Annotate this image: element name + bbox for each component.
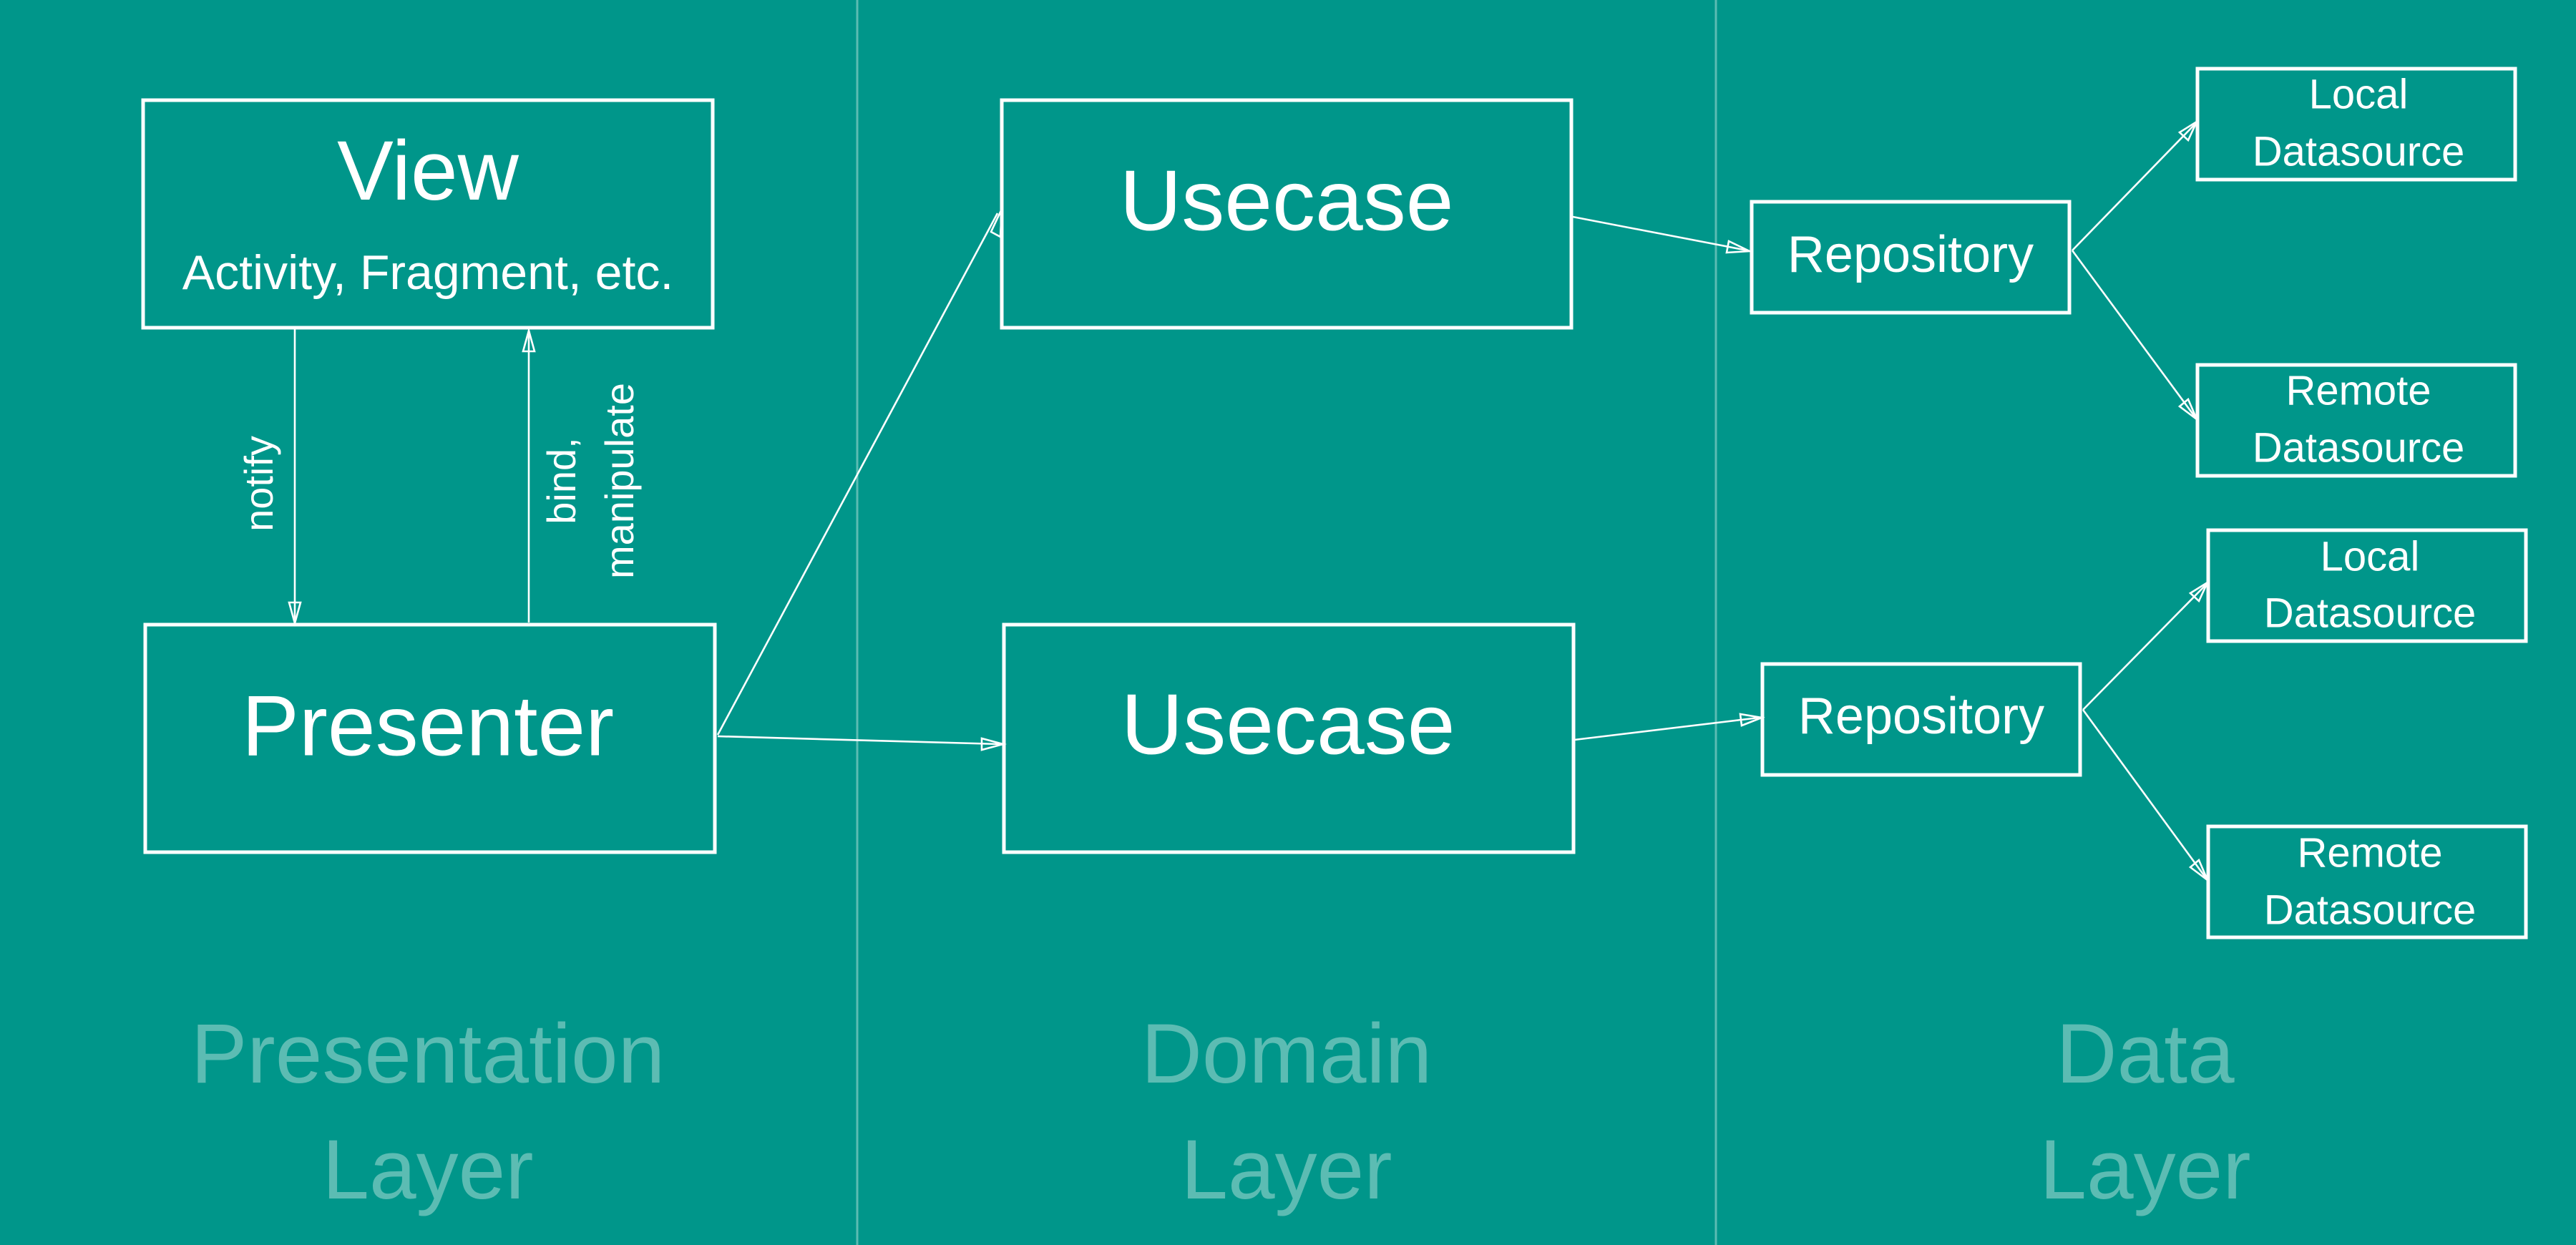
local-datasource-line-2-top: Datasource <box>2253 128 2465 175</box>
notify-edge: notify <box>236 329 302 627</box>
notify-arrowhead <box>288 601 302 627</box>
view-node: View Activity, Fragment, etc. <box>141 98 715 330</box>
usecase-repo-bottom-arrowhead <box>1739 713 1765 727</box>
domain-layer-label-line-1: Domain <box>1141 1007 1433 1101</box>
domain-layer-label-line-2: Layer <box>1181 1123 1392 1217</box>
usecase-bottom-to-repository-edge <box>1574 713 1765 741</box>
repo-bottom-remote-line <box>2082 709 2207 878</box>
bind-label-line-2: manipulate <box>597 383 642 579</box>
bind-manipulate-edge: bind, manipulate <box>522 327 642 622</box>
usecase-box-top <box>1000 98 1574 330</box>
local-datasource-line-1-top: Local <box>2309 71 2409 117</box>
repo-bottom-local-line <box>2082 585 2206 711</box>
local-datasource-line-2-bottom: Datasource <box>2264 590 2477 636</box>
usecase-top-to-repository-edge <box>1572 215 1754 254</box>
presenter-title: Presenter <box>242 678 614 774</box>
presenter-box <box>143 622 717 854</box>
bind-label-line-1: bind, <box>539 437 584 524</box>
remote-datasource-line-2-top: Datasource <box>2253 424 2465 471</box>
data-layer-label-line-1: Data <box>2056 1007 2235 1101</box>
remote-datasource-node-bottom: Remote Datasource <box>2206 824 2528 939</box>
remote-datasource-node-top: Remote Datasource <box>2195 363 2517 478</box>
view-box <box>141 98 715 330</box>
presentation-layer-label-line-2: Layer <box>322 1123 533 1217</box>
local-datasource-node-top: Local Datasource <box>2195 67 2517 182</box>
presenter-node: Presenter <box>143 622 717 854</box>
repo-top-to-remote-edge <box>2071 250 2200 422</box>
remote-datasource-line-1-top: Remote <box>2285 367 2431 414</box>
repo-top-remote-line <box>2071 250 2196 417</box>
presenter-usecase-bottom-line <box>717 735 1001 746</box>
repository-node-top: Repository <box>1750 200 2072 315</box>
presenter-to-usecase-bottom-edge <box>717 735 1008 751</box>
presenter-to-usecase-top-edge <box>716 208 1003 736</box>
repository-node-bottom: Repository <box>1760 662 2082 777</box>
remote-datasource-line-1-bottom: Remote <box>2297 829 2442 876</box>
remote-datasource-box-bottom <box>2206 824 2528 939</box>
notify-label: notify <box>236 436 281 532</box>
usecase-title-bottom: Usecase <box>1121 677 1455 773</box>
presenter-usecase-bottom-arrowhead <box>980 737 1008 751</box>
repository-box-bottom <box>1760 662 2082 777</box>
repo-top-remote-arrowhead <box>2177 397 2200 422</box>
local-datasource-line-1-bottom: Local <box>2321 533 2420 580</box>
usecase-node-top: Usecase <box>1000 98 1574 330</box>
usecase-repo-bottom-line <box>1574 716 1760 741</box>
local-datasource-box-top <box>2195 67 2517 182</box>
usecase-title-top: Usecase <box>1120 153 1454 249</box>
repository-title-top: Repository <box>1787 226 2034 283</box>
repository-title-bottom: Repository <box>1798 688 2044 745</box>
usecase-node-bottom: Usecase <box>1002 622 1576 854</box>
local-datasource-node-bottom: Local Datasource <box>2206 528 2528 643</box>
bind-arrowhead <box>522 327 536 353</box>
remote-datasource-line-2-bottom: Datasource <box>2264 887 2477 933</box>
view-subtitle: Activity, Fragment, etc. <box>182 245 673 300</box>
presentation-layer-label-line-1: Presentation <box>191 1007 665 1101</box>
repository-box-top <box>1750 200 2072 315</box>
repo-top-to-local-edge <box>2072 119 2200 251</box>
usecase-box-bottom <box>1002 622 1576 854</box>
usecase-repo-top-arrowhead <box>1725 240 1754 254</box>
presenter-usecase-top-line <box>716 213 999 736</box>
local-datasource-box-bottom <box>2206 528 2528 643</box>
repo-bottom-local-arrowhead <box>2188 580 2210 603</box>
usecase-repo-top-line <box>1572 215 1748 252</box>
data-layer-label-line-2: Layer <box>2039 1123 2250 1217</box>
repo-bottom-remote-arrowhead <box>2188 858 2210 883</box>
view-title: View <box>337 124 519 218</box>
repo-top-local-line <box>2072 124 2195 251</box>
repo-bottom-to-remote-edge <box>2082 709 2210 883</box>
repo-bottom-to-local-edge <box>2082 580 2210 711</box>
repo-top-local-arrowhead <box>2177 119 2200 142</box>
